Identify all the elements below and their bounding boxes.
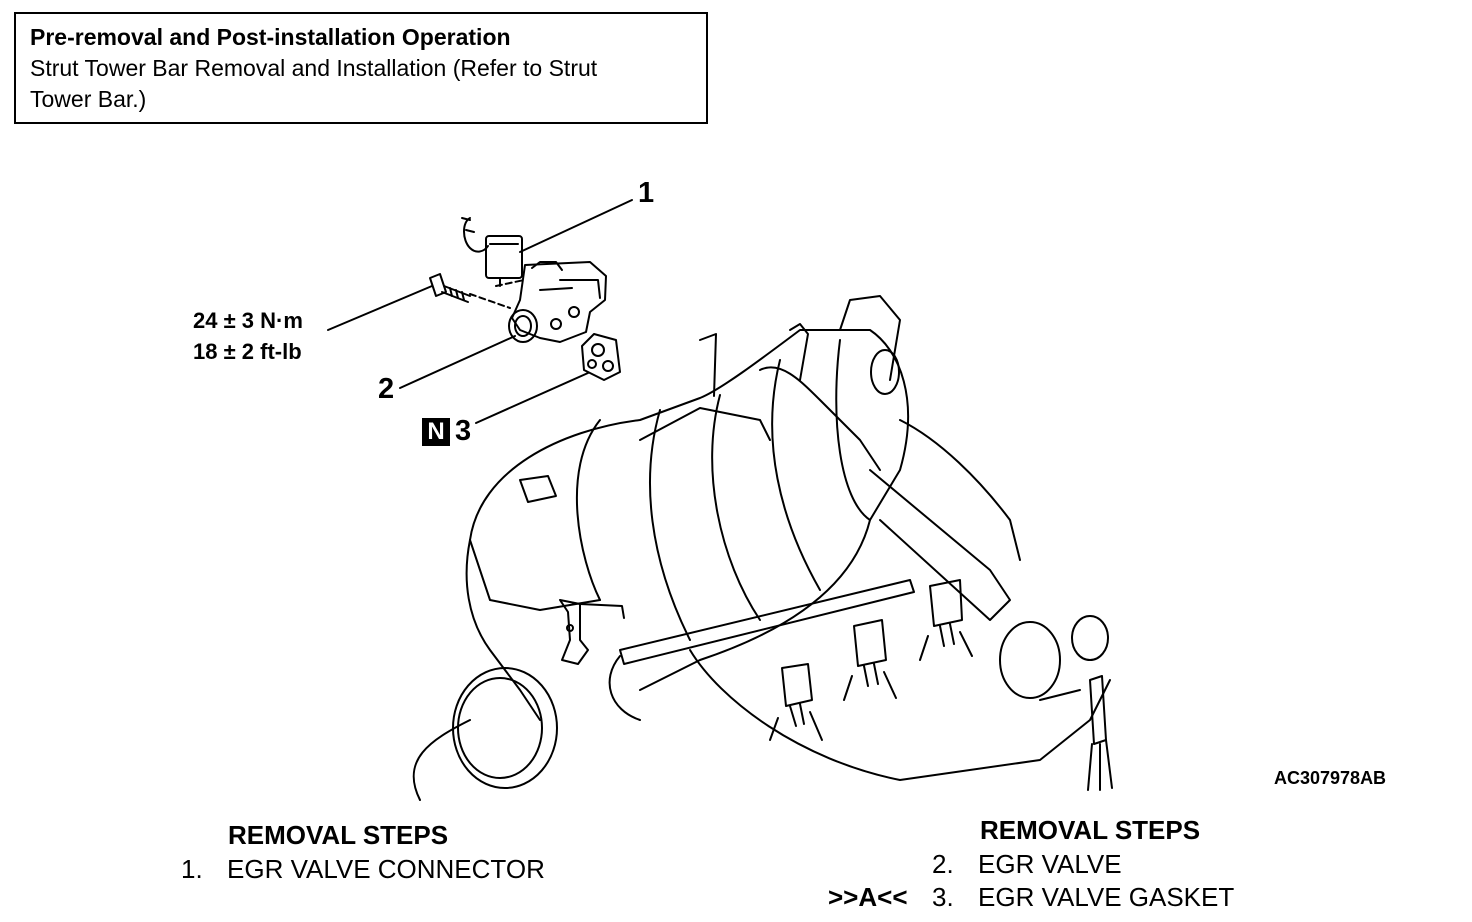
egr-valve-drawing — [469, 261, 607, 343]
removal-step: 2. EGR VALVE — [932, 849, 1122, 879]
pulley-drawing — [452, 615, 1109, 789]
wiring-harness-drawing — [1039, 675, 1113, 791]
removal-step: >>A<< 3. EGR VALVE GASKET — [828, 882, 1234, 912]
egr-gasket-drawing — [581, 333, 621, 381]
callout-3: 3 — [455, 415, 472, 447]
service-point-mark: >>A<< — [828, 882, 908, 912]
torque-imperial: 18 ± 2 ft-lb — [193, 339, 302, 364]
injector-drawing — [769, 663, 823, 741]
removal-steps-heading-left: REMOVAL STEPS — [228, 820, 449, 850]
injector-drawing — [843, 619, 897, 701]
callout-2: 2 — [378, 373, 395, 405]
step-label: EGR VALVE — [978, 849, 1122, 879]
leader-lines — [327, 199, 633, 424]
injector-drawing — [919, 579, 973, 661]
step-number: 1. — [181, 854, 203, 884]
step-number: 2. — [932, 849, 954, 879]
new-part-badge: N — [422, 418, 450, 446]
callout-1: 1 — [638, 177, 655, 209]
note-body: Strut Tower Bar Removal and Installation… — [30, 55, 598, 112]
bracket-drawing — [559, 599, 625, 665]
note-title: Pre-removal and Post-installation Operat… — [30, 24, 511, 50]
torque-metric: 24 ± 3 N·m — [193, 308, 303, 333]
step-label: EGR VALVE CONNECTOR — [227, 854, 545, 884]
egr-connector-drawing — [461, 217, 523, 287]
mounting-bolt-drawing — [429, 273, 471, 303]
torque-spec: 24 ± 3 N·m 18 ± 2 ft-lb — [193, 305, 303, 367]
engine-outline — [412, 295, 1111, 801]
step-label: EGR VALVE GASKET — [978, 882, 1235, 912]
removal-steps-heading-right: REMOVAL STEPS — [980, 815, 1201, 845]
fuel-rail-drawing — [608, 579, 973, 741]
removal-step: 1. EGR VALVE CONNECTOR — [181, 854, 545, 884]
pre-removal-note: Pre-removal and Post-installation Operat… — [14, 12, 708, 124]
step-number: 3. — [932, 882, 954, 912]
figure-code: AC307978AB — [1274, 768, 1387, 788]
